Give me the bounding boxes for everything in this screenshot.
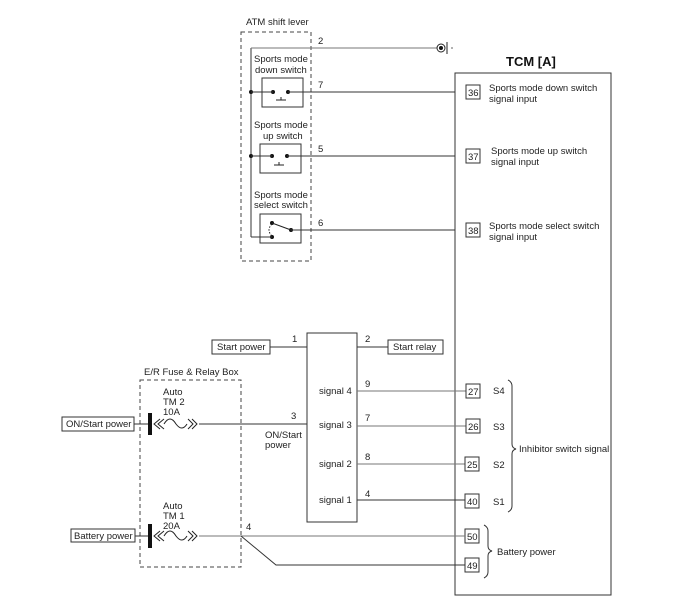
tcm-pin-25-box bbox=[464, 456, 480, 472]
tcm-pin-26-box bbox=[465, 418, 481, 434]
tcm-pin-37-box bbox=[465, 148, 481, 164]
tcm-s4: S4 bbox=[493, 386, 505, 397]
fuse-tm1-line2: TM 1 bbox=[163, 511, 185, 522]
pin-2: 2 bbox=[365, 334, 370, 345]
fuse-box-title: E/R Fuse & Relay Box bbox=[144, 367, 239, 378]
on-start-power-line1: ON/Start bbox=[265, 430, 302, 441]
start-relay-label: Start relay bbox=[393, 342, 437, 353]
pin-5: 5 bbox=[318, 144, 323, 155]
tcm-pin-38: 38 bbox=[468, 226, 479, 237]
pin-3: 3 bbox=[291, 411, 296, 422]
up-switch-label-2: up switch bbox=[263, 131, 303, 142]
tcm-input-37-line2: signal input bbox=[491, 157, 539, 168]
pin-1: 1 bbox=[292, 334, 297, 345]
fuse-tm2-line3: 10A bbox=[163, 407, 181, 418]
atm-shift-lever-title: ATM shift lever bbox=[246, 17, 309, 28]
fuse-pin-4: 4 bbox=[246, 522, 251, 533]
tcm-pin-40-box bbox=[464, 493, 480, 509]
tcm-pin-36: 36 bbox=[468, 88, 479, 99]
ground-icon bbox=[436, 42, 453, 54]
on-start-power-line2: power bbox=[265, 440, 291, 451]
tcm-input-36-line1: Sports mode down switch bbox=[489, 83, 597, 94]
tcm-pin-40: 40 bbox=[467, 497, 478, 508]
tcm-input-37-line1: Sports mode up switch bbox=[491, 146, 587, 157]
pin-7b: 7 bbox=[365, 413, 370, 424]
fuse-tm1-line1: Auto bbox=[163, 501, 183, 512]
start-power-label: Start power bbox=[217, 342, 266, 353]
up-switch-box bbox=[259, 143, 302, 174]
select-switch-box bbox=[259, 213, 302, 244]
down-switch-label-2: down switch bbox=[255, 65, 307, 76]
fuse-icon bbox=[148, 413, 198, 435]
battery-brace bbox=[483, 524, 493, 579]
tcm-title: TCM [A] bbox=[506, 54, 556, 69]
signal-3-label: signal 3 bbox=[319, 420, 352, 431]
tcm-s2: S2 bbox=[493, 460, 505, 471]
battery-power-tcm-label: Battery power bbox=[497, 547, 556, 558]
battery-power-label: Battery power bbox=[74, 531, 133, 542]
tcm-pin-27: 27 bbox=[468, 387, 479, 398]
signal-1-label: signal 1 bbox=[319, 495, 352, 506]
fuse-tm1-line3: 20A bbox=[163, 521, 181, 532]
start-relay-box bbox=[387, 339, 444, 355]
inhibitor-switch-box bbox=[306, 332, 358, 523]
down-switch-label-1: Sports mode bbox=[254, 54, 308, 65]
pin-7: 7 bbox=[318, 80, 323, 91]
tcm-pin-27-box bbox=[465, 383, 481, 399]
tcm-input-38-line1: Sports mode select switch bbox=[489, 221, 599, 232]
tcm-pin-26: 26 bbox=[468, 422, 479, 433]
pin-9: 9 bbox=[365, 379, 370, 390]
signal-2-label: signal 2 bbox=[319, 459, 352, 470]
tcm-s1: S1 bbox=[493, 497, 505, 508]
tcm-s3: S3 bbox=[493, 422, 505, 433]
select-switch-label-2: select switch bbox=[254, 200, 308, 211]
tcm-pin-38-box bbox=[465, 222, 481, 238]
tcm-pin-25: 25 bbox=[467, 460, 478, 471]
pin-4: 4 bbox=[365, 489, 370, 500]
inhibitor-switch-signal-label: Inhibitor switch signal bbox=[519, 444, 609, 455]
select-switch-label-1: Sports mode bbox=[254, 190, 308, 201]
fuse-icon bbox=[148, 524, 198, 548]
tcm-input-38-line2: signal input bbox=[489, 232, 537, 243]
tcm-box bbox=[454, 72, 612, 596]
fuse-tm2-line2: TM 2 bbox=[163, 397, 185, 408]
on-start-power-label: ON/Start power bbox=[66, 419, 131, 430]
up-switch-label-1: Sports mode bbox=[254, 120, 308, 131]
inhibitor-brace bbox=[507, 379, 517, 513]
atm-shift-lever-enclosure bbox=[240, 31, 312, 262]
tcm-input-36-line2: signal input bbox=[489, 94, 537, 105]
wire-pin-49 bbox=[240, 535, 465, 566]
tcm-pin-49: 49 bbox=[467, 561, 478, 572]
tcm-pin-36-box bbox=[465, 84, 481, 100]
pin-6: 6 bbox=[318, 218, 323, 229]
pin-8: 8 bbox=[365, 452, 370, 463]
tcm-pin-37: 37 bbox=[468, 152, 479, 163]
pin-ground: 2 bbox=[318, 36, 323, 47]
fuse-box-enclosure bbox=[139, 379, 242, 568]
fuse-tm2-line1: Auto bbox=[163, 387, 183, 398]
tcm-pin-50: 50 bbox=[467, 532, 478, 543]
signal-4-label: signal 4 bbox=[319, 386, 352, 397]
